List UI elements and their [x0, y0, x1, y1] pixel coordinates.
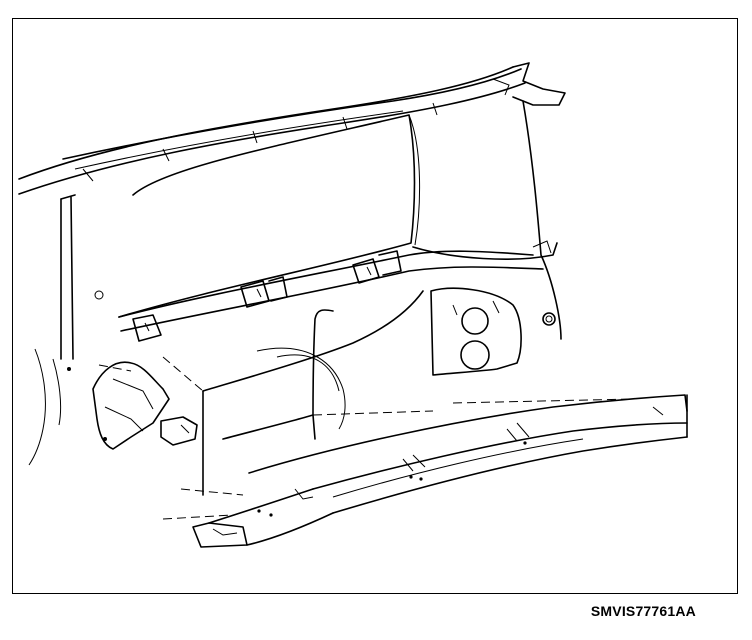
rear-body-panel-illustration — [18, 62, 688, 548]
window-opening — [60, 114, 421, 360]
lower-sill-rail — [192, 394, 688, 548]
illustration-frame — [12, 18, 738, 594]
figure-caption: SMVIS77761AA — [590, 603, 696, 619]
locator-lines — [98, 356, 634, 520]
mounting-brackets — [132, 250, 402, 342]
bed-floor — [202, 290, 424, 496]
wheel-housing — [430, 287, 522, 376]
roof-rail — [18, 62, 566, 195]
retractor-bracket — [28, 348, 198, 466]
rear-cab-panel — [118, 100, 562, 340]
